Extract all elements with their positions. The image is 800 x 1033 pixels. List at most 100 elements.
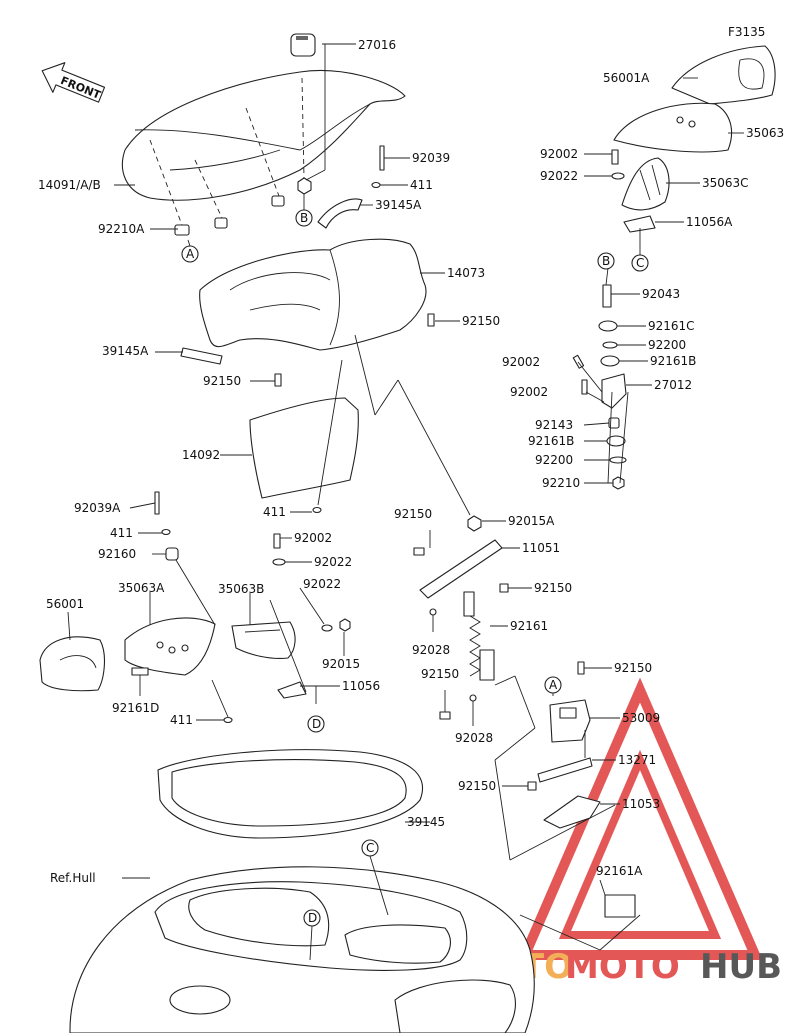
part-label: 92161C <box>648 319 695 333</box>
part-label: 92150 <box>203 374 241 388</box>
washer-part <box>312 506 322 514</box>
washer-part <box>272 558 286 566</box>
part-label: 14091/A/B <box>38 178 101 192</box>
part-label: 92210 <box>542 476 580 490</box>
leader-lines <box>67 43 744 961</box>
seat-part <box>121 70 406 201</box>
part-label: 39145A <box>375 198 422 212</box>
part-label: 27012 <box>654 378 692 392</box>
part-label: 411 <box>110 526 133 540</box>
part-label: 14073 <box>447 266 485 280</box>
bolt-part <box>273 533 281 549</box>
plate-13271-part <box>537 757 593 783</box>
holder-35063-part <box>613 102 733 153</box>
nut-part <box>339 618 351 632</box>
clip-part <box>271 195 285 207</box>
part-label: 92022 <box>314 555 352 569</box>
part-label: 92015 <box>322 657 360 671</box>
part-label: 14092 <box>182 448 220 462</box>
cap-part <box>290 33 316 57</box>
washer-part <box>321 624 333 632</box>
bolt-92043-part <box>602 284 612 308</box>
watermark-triangle-inner <box>558 749 722 939</box>
plate-11056-part <box>277 681 307 699</box>
bolt-part <box>274 373 282 387</box>
part-label: 92028 <box>412 643 450 657</box>
part-label: 39145 <box>407 815 445 829</box>
damper-92161-part <box>463 591 495 681</box>
storage-lid-part <box>249 397 359 499</box>
nut-part <box>297 177 312 195</box>
figure-code: F3135 <box>728 25 765 39</box>
trim-strip-part <box>180 347 223 365</box>
marker-d: D <box>303 909 321 927</box>
part-label: 92210A <box>98 222 145 236</box>
part-label: 92150 <box>394 507 432 521</box>
part-label: 92150 <box>614 661 652 675</box>
plate-11056a-part <box>623 215 656 233</box>
watermark-text-hub: HUB <box>700 947 782 987</box>
washer-92161c-part <box>598 320 618 332</box>
bolt-part <box>572 354 585 369</box>
part-label: 92039 <box>412 151 450 165</box>
part-label: 35063 <box>746 126 784 140</box>
watermark-text-moto: MOTO <box>565 947 680 987</box>
bolt-part <box>439 711 451 720</box>
bracket-35063c-part <box>621 157 670 211</box>
grommet-92160-part <box>165 547 179 561</box>
part-label: 35063C <box>702 176 749 190</box>
bolt-part <box>413 547 425 556</box>
grommet-part <box>429 608 437 616</box>
part-label: 35063B <box>218 582 264 596</box>
bolt-part <box>379 145 385 171</box>
part-label: 92022 <box>540 169 578 183</box>
part-label: 11053 <box>622 797 660 811</box>
part-label: 411 <box>170 713 193 727</box>
marker-d: D <box>307 715 325 733</box>
part-label: 35063A <box>118 581 165 595</box>
bolt-92039a-part <box>154 491 160 515</box>
part-label: 92002 <box>510 385 548 399</box>
part-label: 11056A <box>686 215 733 229</box>
part-label: 92161B <box>528 434 574 448</box>
part-label: 92002 <box>294 531 332 545</box>
part-label: 92150 <box>534 581 572 595</box>
part-label: 92161B <box>650 354 696 368</box>
clip-part <box>214 217 228 229</box>
part-label: 92015A <box>508 514 555 528</box>
part-label: 92043 <box>642 287 680 301</box>
part-label: 92200 <box>648 338 686 352</box>
damper-92161d-part <box>131 667 149 676</box>
bolt-part <box>577 661 585 675</box>
marker-b: B <box>597 252 615 270</box>
washer-92161b-part <box>600 355 620 367</box>
part-label: 411 <box>410 178 433 192</box>
cover-56001a-part <box>671 45 776 105</box>
part-label: 411 <box>263 505 286 519</box>
svg-text:B: B <box>300 211 308 225</box>
svg-text:A: A <box>186 247 195 261</box>
svg-text:C: C <box>366 841 374 855</box>
part-labels: 27016 14091/A/B 92039 411 39145A 92210A … <box>38 38 784 885</box>
bolt-part <box>499 583 509 593</box>
washer-part <box>223 716 233 724</box>
nut-part <box>467 515 482 532</box>
part-label: 92150 <box>421 667 459 681</box>
latch-53009-part <box>549 699 591 743</box>
clip-part <box>174 224 190 236</box>
washer-part <box>371 181 381 189</box>
nut-92210-part <box>612 476 625 490</box>
marker-a: A <box>544 676 562 694</box>
washer-part <box>161 528 171 536</box>
part-label: 11056 <box>342 679 380 693</box>
front-arrow: FRONT <box>41 62 106 103</box>
gasket-39145-part <box>157 749 424 839</box>
trim-strip-part <box>317 198 363 229</box>
part-label: 92002 <box>540 147 578 161</box>
part-label: 56001 <box>46 597 84 611</box>
svg-text:B: B <box>602 254 610 268</box>
part-label: 92161A <box>596 864 643 878</box>
part-label: 92028 <box>455 731 493 745</box>
washer-part <box>611 172 625 180</box>
